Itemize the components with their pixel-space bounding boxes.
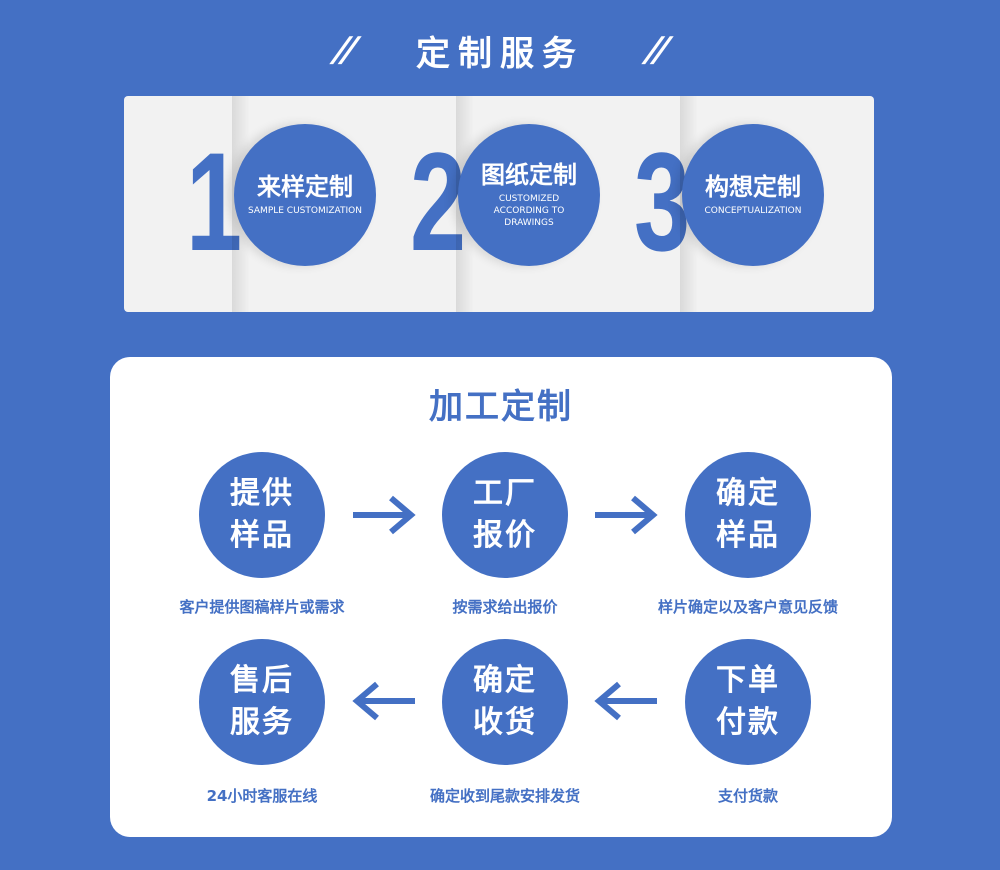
custom-type-title: 图纸定制 [481, 161, 577, 189]
step-caption: 按需求给出报价 [452, 598, 558, 616]
custom-type-title: 来样定制 [257, 173, 353, 201]
customization-types-panel: 1 来样定制 SAMPLE CUSTOMIZATION 2 图纸定制 CUSTO… [124, 96, 874, 312]
custom-type-number: 1 [186, 123, 243, 280]
step-caption: 24小时客服在线 [206, 787, 318, 805]
arrow-left-icon [594, 681, 657, 721]
step-line-2: 付款 [716, 705, 780, 740]
step-line-1: 提供 [230, 476, 294, 511]
step-line-1: 确定 [716, 476, 780, 511]
step-line-1: 售后 [230, 663, 294, 698]
custom-type-subtitle: CONCEPTUALIZATION [704, 206, 802, 216]
step-caption: 客户提供图稿样片或需求 [179, 598, 345, 616]
section-title: 定制服务 [416, 33, 584, 74]
step-after-sales[interactable]: 售后 服务 [199, 639, 325, 765]
custom-type-card-concept[interactable]: 3 构想定制 CONCEPTUALIZATION [572, 96, 824, 312]
step-provide-sample[interactable]: 提供 样品 [199, 452, 325, 578]
step-factory-quote[interactable]: 工厂 报价 [442, 452, 568, 578]
step-caption: 样片确定以及客户意见反馈 [657, 598, 838, 616]
step-line-2: 报价 [473, 518, 537, 553]
step-line-2: 收货 [473, 705, 537, 740]
arrow-right-icon [595, 495, 658, 535]
custom-type-card-sample[interactable]: 1 来样定制 SAMPLE CUSTOMIZATION [124, 96, 376, 312]
step-confirm-sample[interactable]: 确定 样品 [685, 452, 811, 578]
left-quote-mark: // [331, 30, 357, 70]
section-header: // 定制服务 // [0, 22, 1000, 78]
custom-type-circle: 来样定制 SAMPLE CUSTOMIZATION [234, 124, 376, 266]
step-caption: 确定收到尾款安排发货 [429, 787, 580, 805]
step-line-2: 服务 [230, 705, 294, 740]
custom-type-circle: 构想定制 CONCEPTUALIZATION [682, 124, 824, 266]
step-line-1: 确定 [473, 663, 537, 698]
custom-type-number: 3 [634, 123, 691, 280]
process-title: 加工定制 [429, 387, 573, 427]
step-caption: 支付货款 [717, 787, 778, 805]
custom-type-subtitle: CUSTOMIZED ACCORDING TO DRAWINGS [493, 194, 565, 228]
custom-type-title: 构想定制 [705, 173, 801, 201]
step-place-order-pay[interactable]: 下单 付款 [685, 639, 811, 765]
custom-type-subtitle: SAMPLE CUSTOMIZATION [248, 206, 362, 216]
right-quote-mark: // [643, 30, 669, 70]
custom-type-circle: 图纸定制 CUSTOMIZED ACCORDING TO DRAWINGS [458, 124, 600, 266]
arrow-right-icon [353, 495, 416, 535]
custom-type-card-drawings[interactable]: 2 图纸定制 CUSTOMIZED ACCORDING TO DRAWINGS [348, 96, 600, 312]
step-confirm-receipt[interactable]: 确定 收货 [442, 639, 568, 765]
arrow-left-icon [352, 681, 415, 721]
step-line-2: 样品 [230, 518, 294, 553]
custom-type-number: 2 [410, 123, 467, 280]
process-panel: 加工定制 提供 样品 客户提供图稿样片或需求 工厂 报价 按需求给出报价 确定 … [110, 357, 892, 837]
step-line-1: 工厂 [473, 476, 537, 511]
step-line-1: 下单 [716, 663, 780, 698]
step-line-2: 样品 [716, 518, 780, 553]
